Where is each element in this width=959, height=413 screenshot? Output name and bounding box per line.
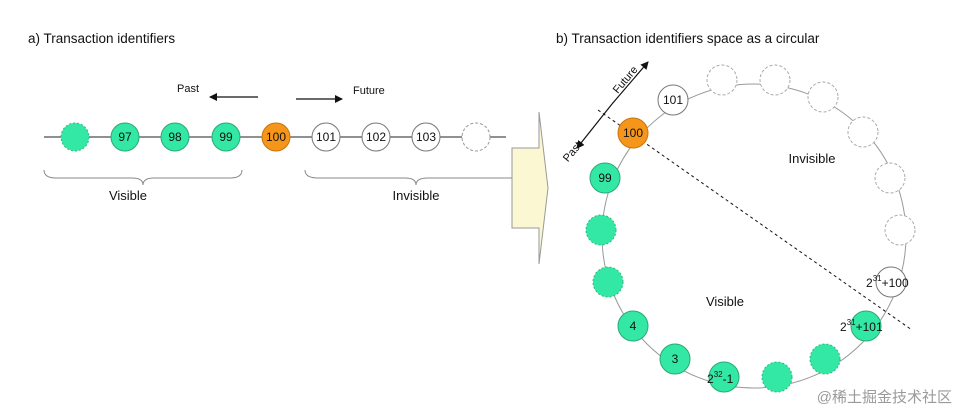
ring-node-99: [589, 162, 621, 194]
ring-node-visible: [585, 214, 617, 246]
node-visible-blank: [60, 122, 90, 152]
panel-a-title: a) Transaction identifiers: [28, 31, 175, 46]
watermark-text: @稀土掘金技术社区: [817, 389, 952, 406]
ring-node-101: [657, 84, 689, 116]
ring-node-99-label: 99: [598, 171, 612, 185]
ring-node-2-32-label: 232-1: [707, 370, 734, 386]
ring-node-2-31-101-label: 231+101: [840, 318, 883, 334]
panel-b-future-arrow: [611, 61, 649, 105]
panel-b-future-label: Future: [611, 64, 641, 96]
ring-node-invisible: [759, 64, 791, 96]
ring-node-visible: [809, 343, 841, 375]
panel-b-past-arrow: [576, 103, 613, 149]
ring-node-invisible: [706, 64, 738, 96]
panel-b-nodes: 101 100 99 4 3 232-1 231+101 231: [585, 64, 916, 393]
panel-a-invisible-label: Invisible: [393, 188, 440, 203]
node-99: 99: [211, 122, 241, 152]
transition-arrow: [511, 111, 549, 265]
node-98-label: 98: [168, 130, 182, 144]
visible-brace: [43, 169, 243, 186]
node-102: 102: [361, 122, 391, 152]
ring-node-100-label: 100: [623, 126, 643, 140]
node-invisible-blank: [461, 122, 491, 152]
node-102-label: 102: [366, 130, 386, 144]
node-103-label: 103: [416, 130, 436, 144]
visibility-boundary-line: [597, 109, 913, 331]
panel-b-invisible-label: Invisible: [789, 151, 836, 166]
ring-node-101-label: 101: [663, 93, 683, 107]
ring-node-2-31-100-label: 231+100: [866, 274, 909, 290]
node-97: 97: [110, 122, 140, 152]
node-100-current: 100: [261, 122, 291, 152]
ring-node-2-32-minus-1: [708, 361, 740, 393]
ring-node-visible: [761, 361, 793, 393]
panel-b-title: b) Transaction identifiers space as a ci…: [556, 31, 820, 46]
ring-node-4-label: 4: [630, 319, 637, 333]
ring-node-2-31-plus-100: [875, 266, 907, 298]
ring-node-visible: [592, 266, 624, 298]
panel-a-future-label: Future: [353, 85, 385, 97]
ring-node-3: [659, 343, 691, 375]
ring-node-invisible: [807, 81, 839, 113]
ring-node-3-label: 3: [672, 352, 679, 366]
ring-node-100-current: [617, 117, 649, 149]
panel-a-nodes: 97 98 99 100 101 102 103: [60, 122, 491, 152]
node-98: 98: [160, 122, 190, 152]
panel-a-past-label: Past: [177, 83, 199, 95]
node-103: 103: [411, 122, 441, 152]
ring-node-invisible: [874, 162, 906, 194]
ring-node-invisible: [884, 214, 916, 246]
invisible-brace: [304, 169, 531, 186]
node-97-label: 97: [118, 130, 132, 144]
node-99-label: 99: [219, 130, 233, 144]
node-100-label: 100: [266, 130, 286, 144]
panel-b-visible-label: Visible: [706, 294, 744, 309]
ring-node-4: [617, 310, 649, 342]
node-101-label: 101: [316, 130, 336, 144]
ring-node-invisible: [847, 116, 879, 148]
panel-a-visible-label: Visible: [109, 188, 147, 203]
ring-node-2-31-plus-101: [850, 310, 882, 342]
node-101: 101: [311, 122, 341, 152]
